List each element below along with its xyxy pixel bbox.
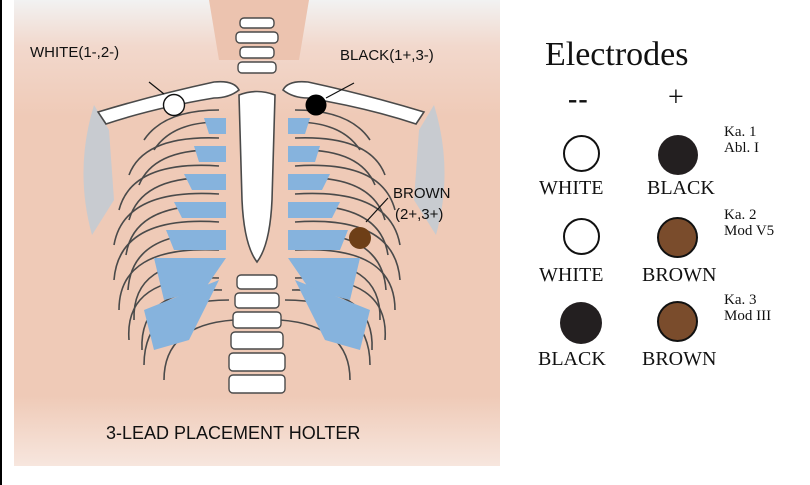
brown-electrode-label-line2: (2+,3+) <box>395 206 443 223</box>
diagram-title: 3-LEAD PLACEMENT HOLTER <box>106 423 360 444</box>
legend-positive-header: + <box>668 82 684 114</box>
legend-row2-positive-name: BROWN <box>642 264 716 287</box>
legend-row2-negative-electrode <box>563 218 600 255</box>
black-electrode-label: BLACK(1+,3-) <box>340 47 434 64</box>
brown-electrode-marker <box>349 227 371 249</box>
legend-row1-positive-electrode <box>658 135 698 175</box>
legend-row1-negative-electrode <box>563 135 600 172</box>
black-electrode-marker <box>306 95 327 116</box>
legend-row2-channel: Ka. 2 <box>724 207 757 224</box>
torso-diagram <box>14 0 500 466</box>
white-electrode-label: WHITE(1-,2-) <box>30 44 119 61</box>
legend-row2-negative-name: WHITE <box>539 264 603 287</box>
spine-lower <box>229 275 285 393</box>
legend-row3-negative-electrode <box>560 302 602 344</box>
white-electrode-marker <box>164 95 185 116</box>
legend-row2-lead: Mod V5 <box>724 223 774 240</box>
frame-left-border <box>0 0 2 485</box>
legend-row3-negative-name: BLACK <box>538 348 606 371</box>
legend-row3-positive-name: BROWN <box>642 348 716 371</box>
legend-row1-channel: Ka. 1 <box>724 124 757 141</box>
legend-row3-lead: Mod III <box>724 308 771 325</box>
legend-row1-lead: Abl. I <box>724 140 759 157</box>
legend-row2-positive-electrode <box>657 217 698 258</box>
legend-row3-channel: Ka. 3 <box>724 292 757 309</box>
brown-electrode-label-line1: BROWN <box>393 185 451 202</box>
legend-negative-header: -- <box>568 84 589 116</box>
legend-row1-negative-name: WHITE <box>539 177 603 200</box>
legend-row1-positive-name: BLACK <box>647 177 715 200</box>
legend-row3-positive-electrode <box>657 301 698 342</box>
legend-title: Electrodes <box>545 36 689 74</box>
